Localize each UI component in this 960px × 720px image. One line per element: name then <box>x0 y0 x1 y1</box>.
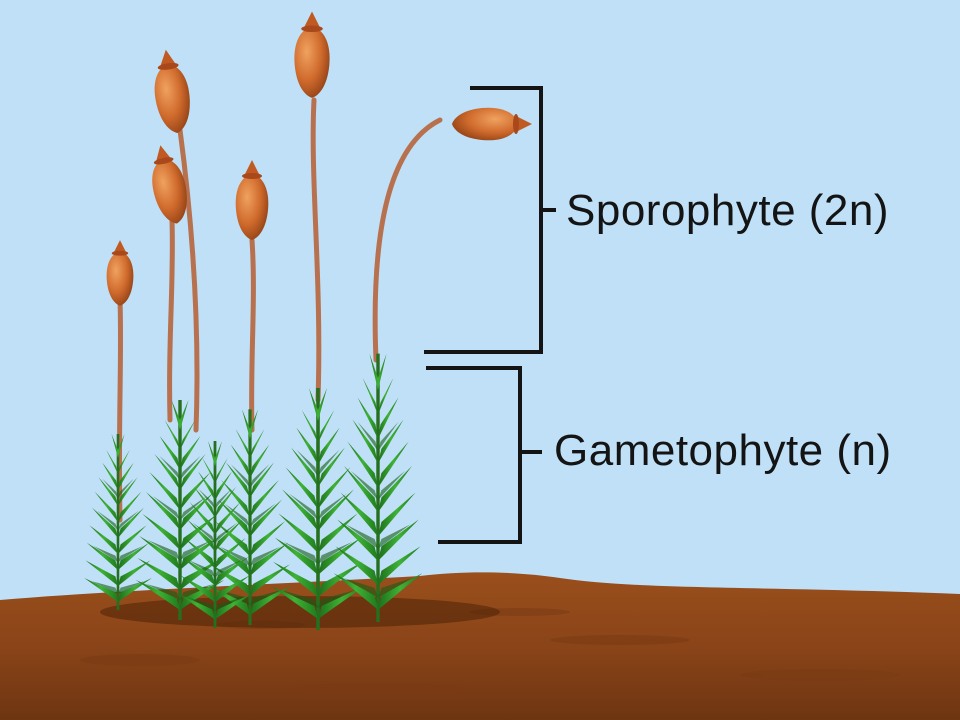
seta-3 <box>177 127 200 433</box>
seta-6 <box>372 117 443 363</box>
gametophyte-bracket <box>426 366 542 544</box>
soil-ground <box>0 572 960 720</box>
seta-5 <box>310 97 322 403</box>
sporophyte-bracket <box>424 86 556 354</box>
seta-2 <box>167 217 175 423</box>
sporophyte-label: Sporophyte (2n) <box>566 186 890 235</box>
seta-4 <box>249 237 256 433</box>
gametophyte-label: Gametophyte (n) <box>554 426 892 475</box>
